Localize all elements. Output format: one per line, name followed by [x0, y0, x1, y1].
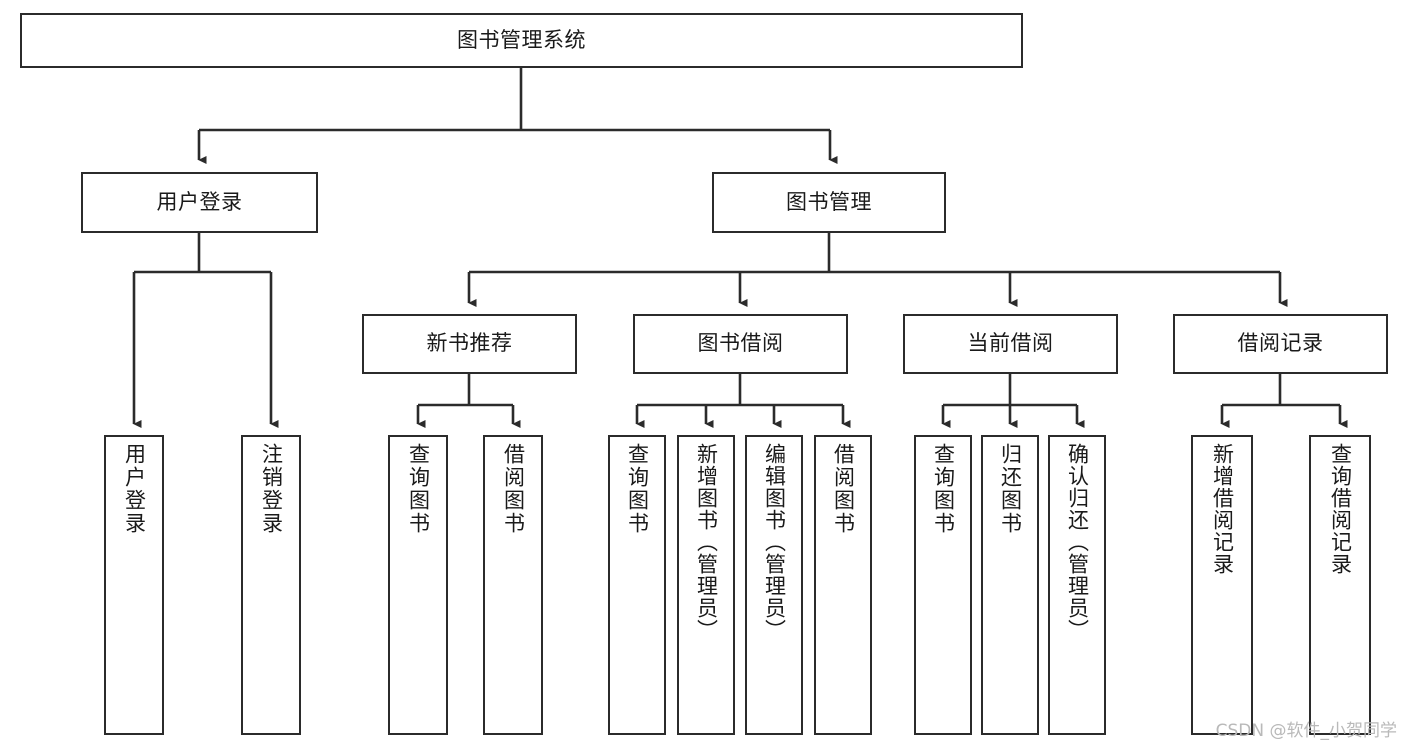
csdn-watermark: CSDN @软件_小贺同学 [1215, 721, 1397, 741]
leaf-confirm-return-label: 确认归还（管理员） [1065, 443, 1090, 641]
leaf-query-book-2[interactable]: 查询图书 [608, 435, 666, 735]
leaf-edit-book-label: 编辑图书（管理员） [762, 443, 787, 641]
leaf-edit-book[interactable]: 编辑图书（管理员） [745, 435, 803, 735]
node-borrow-record[interactable]: 借阅记录 [1173, 314, 1388, 374]
leaf-user-login-label: 用户登录 [122, 443, 147, 535]
node-book-borrow[interactable]: 图书借阅 [633, 314, 848, 374]
leaf-user-login[interactable]: 用户登录 [104, 435, 164, 735]
node-current-borrow[interactable]: 当前借阅 [903, 314, 1118, 374]
node-new-book-recommend[interactable]: 新书推荐 [362, 314, 577, 374]
leaf-return-book-label: 归还图书 [998, 443, 1023, 535]
leaf-logout[interactable]: 注销登录 [241, 435, 301, 735]
node-book-borrow-label: 图书借阅 [697, 331, 784, 356]
node-user-login[interactable]: 用户登录 [81, 172, 318, 233]
leaf-add-book-label: 新增图书（管理员） [694, 443, 719, 641]
leaf-add-book[interactable]: 新增图书（管理员） [677, 435, 735, 735]
node-new-book-recommend-label: 新书推荐 [426, 331, 513, 356]
node-root-label: 图书管理系统 [457, 27, 586, 52]
node-book-management-label: 图书管理 [786, 189, 872, 214]
leaf-logout-label: 注销登录 [259, 443, 284, 535]
leaf-add-record-label: 新增借阅记录 [1210, 443, 1235, 575]
leaf-query-record[interactable]: 查询借阅记录 [1309, 435, 1371, 735]
leaf-borrow-book-2-label: 借阅图书 [831, 443, 856, 535]
leaf-borrow-book-1-label: 借阅图书 [501, 443, 526, 535]
leaf-query-book-3[interactable]: 查询图书 [914, 435, 972, 735]
leaf-query-book-3-label: 查询图书 [931, 443, 956, 535]
leaf-add-record[interactable]: 新增借阅记录 [1191, 435, 1253, 735]
node-user-login-label: 用户登录 [156, 189, 243, 214]
leaf-query-record-label: 查询借阅记录 [1328, 443, 1353, 575]
leaf-query-book-2-label: 查询图书 [625, 443, 650, 535]
node-root[interactable]: 图书管理系统 [20, 13, 1023, 68]
node-book-management[interactable]: 图书管理 [712, 172, 946, 233]
node-borrow-record-label: 借阅记录 [1237, 331, 1324, 356]
leaf-borrow-book-2[interactable]: 借阅图书 [814, 435, 872, 735]
leaf-query-book-1[interactable]: 查询图书 [388, 435, 448, 735]
node-current-borrow-label: 当前借阅 [967, 331, 1054, 356]
leaf-query-book-1-label: 查询图书 [406, 443, 431, 535]
leaf-return-book[interactable]: 归还图书 [981, 435, 1039, 735]
leaf-confirm-return[interactable]: 确认归还（管理员） [1048, 435, 1106, 735]
leaf-borrow-book-1[interactable]: 借阅图书 [483, 435, 543, 735]
